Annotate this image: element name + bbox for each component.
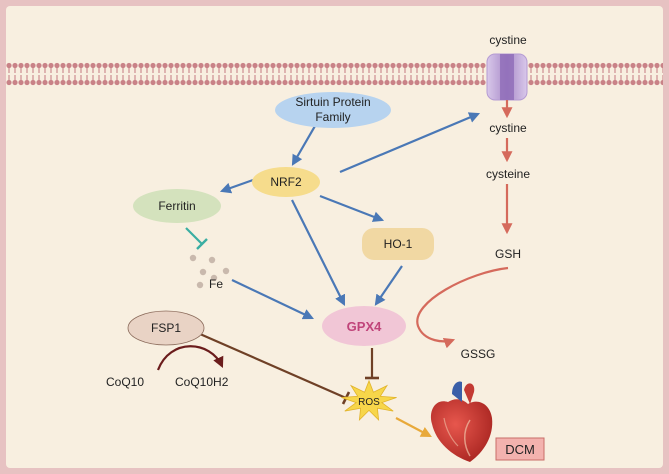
- nrf2-label: NRF2: [270, 175, 302, 189]
- fsp1-label: FSP1: [151, 321, 181, 335]
- iron-particle: [189, 254, 197, 262]
- node-ros: ROS: [341, 379, 397, 421]
- iron-particle: [210, 274, 218, 282]
- iron-particle: [196, 281, 204, 289]
- heart-icon: [430, 381, 493, 462]
- node-gpx4: GPX4: [322, 306, 406, 346]
- arrow-gsh-gssg: [416, 266, 509, 349]
- cysteine-label: cysteine: [486, 167, 530, 181]
- ho1-label: HO-1: [384, 237, 413, 251]
- node-ferritin: Ferritin: [133, 189, 221, 223]
- arrow-sirtuin-nrf2: [291, 125, 316, 166]
- node-dcm: DCM: [495, 437, 545, 461]
- node-ho1: HO-1: [362, 228, 434, 260]
- arrow-ho1-gpx4: [374, 265, 403, 306]
- dcm-label: DCM: [505, 442, 535, 457]
- iron-particle: [208, 256, 216, 264]
- ferritin-label: Ferritin: [158, 199, 195, 213]
- arrow-nrf2-gpx4: [291, 199, 345, 306]
- node-fe: Fe: [189, 254, 230, 291]
- inhibit-ferritin-fe: [185, 227, 208, 250]
- node-fsp1: FSP1: [127, 310, 205, 346]
- arrow-coq10-coq10h2: [156, 345, 224, 371]
- ros-burst-shape: [341, 379, 397, 421]
- coq10-label: CoQ10: [106, 375, 144, 389]
- cystine-inside-label: cystine: [489, 121, 527, 135]
- cell-membrane: [6, 62, 663, 86]
- inhibit-gpx4-ros: [365, 348, 379, 380]
- gssg-label: GSSG: [461, 347, 496, 361]
- fe-label: Fe: [209, 277, 223, 291]
- coq10h2-label: CoQ10H2: [175, 375, 229, 389]
- ros-label: ROS: [358, 397, 380, 408]
- node-nrf2: NRF2: [252, 167, 320, 197]
- gsh-label: GSH: [495, 247, 521, 261]
- arrow-nrf2-ho1: [319, 194, 385, 222]
- sirtuin-label-line1: Sirtuin Protein: [295, 95, 370, 109]
- arrow-nrf2-cystine: [339, 112, 481, 174]
- arrow-ros-heart: [395, 417, 432, 438]
- arrow-nrf2-ferritin: [219, 178, 254, 194]
- sirtuin-label-line2: Family: [315, 110, 350, 124]
- arrow-fe-gpx4: [231, 279, 314, 320]
- iron-particle: [222, 267, 230, 275]
- cystine-outside-label: cystine: [489, 33, 527, 47]
- node-sirtuin: Sirtuin Protein Family: [275, 92, 391, 128]
- cystine-transporter-icon: [486, 53, 528, 101]
- gpx4-label: GPX4: [347, 319, 382, 334]
- iron-particle: [199, 268, 207, 276]
